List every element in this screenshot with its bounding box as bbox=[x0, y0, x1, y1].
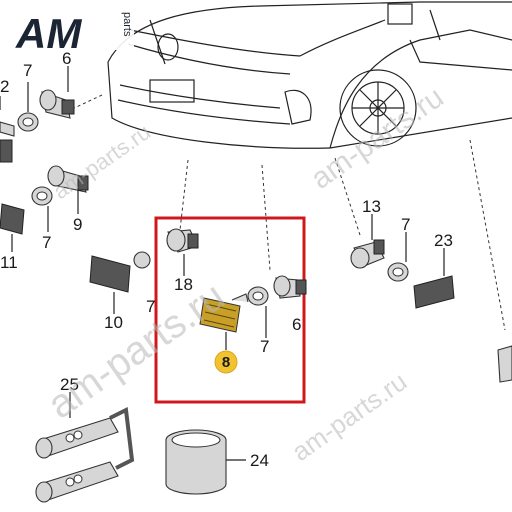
label-7b: 7 bbox=[42, 233, 51, 252]
badge-emblem-icon bbox=[157, 33, 179, 61]
part-sensor-9[interactable] bbox=[47, 165, 89, 193]
label-13: 13 bbox=[362, 197, 381, 216]
watermark-4: am-parts.ru bbox=[305, 81, 450, 196]
label-7a: 7 bbox=[23, 61, 32, 80]
am-parts-logo: AM parts bbox=[14, 10, 134, 57]
label-7e: 7 bbox=[401, 215, 410, 234]
part-ring-7c[interactable] bbox=[247, 286, 269, 306]
part-sensor-7-left[interactable] bbox=[133, 251, 151, 269]
part-ring-7b[interactable] bbox=[31, 186, 53, 206]
label-10: 10 bbox=[104, 313, 123, 332]
part-sleeve-24[interactable] bbox=[165, 429, 227, 495]
part-sensor-18[interactable] bbox=[166, 228, 199, 253]
label-7c: 7 bbox=[146, 297, 155, 316]
label-9: 9 bbox=[73, 215, 82, 234]
highlight-badge bbox=[214, 350, 238, 374]
highlight-box bbox=[154, 216, 306, 404]
label-18: 18 bbox=[174, 275, 193, 294]
label-6a: 6 bbox=[62, 49, 71, 68]
part-sensor-6a[interactable] bbox=[39, 89, 75, 119]
part-bracket-11[interactable] bbox=[0, 203, 25, 235]
mirror-sensor bbox=[387, 3, 413, 25]
label-6b: 6 bbox=[292, 315, 301, 334]
part-bracket-23[interactable] bbox=[413, 275, 455, 309]
label-25: 25 bbox=[60, 375, 79, 394]
watermark-3: am-parts.ru bbox=[49, 119, 155, 204]
front-wheel bbox=[339, 69, 417, 147]
label-11: 11 bbox=[0, 253, 18, 272]
part-partial-right[interactable] bbox=[497, 345, 512, 383]
logo-parts: parts bbox=[121, 12, 133, 37]
part-clip-2[interactable] bbox=[0, 121, 15, 137]
part-wiring-25[interactable] bbox=[35, 406, 135, 503]
part-ring-7a[interactable] bbox=[17, 112, 39, 132]
label-23: 23 bbox=[434, 231, 453, 250]
part-sensor-13[interactable] bbox=[350, 239, 385, 269]
license-plate-area bbox=[149, 79, 195, 103]
part-bracket-10[interactable] bbox=[89, 255, 131, 293]
car-front-illustration bbox=[107, 1, 512, 149]
label-2: 2 bbox=[0, 77, 9, 96]
part-bracket-2[interactable] bbox=[0, 139, 13, 163]
label-8: 8 bbox=[222, 354, 230, 371]
label-24: 24 bbox=[250, 451, 269, 470]
watermark-1: am-parts.ru bbox=[40, 274, 233, 427]
logo-am: AM bbox=[15, 10, 82, 57]
label-7d: 7 bbox=[260, 337, 269, 356]
part-ring-7e[interactable] bbox=[387, 262, 409, 282]
fog-light-housing bbox=[284, 89, 312, 125]
leader-lines bbox=[69, 94, 506, 331]
callout-lines bbox=[0, 66, 445, 461]
part-sensor-6b[interactable] bbox=[273, 275, 307, 299]
part-bracket-8-highlighted[interactable] bbox=[199, 293, 249, 333]
